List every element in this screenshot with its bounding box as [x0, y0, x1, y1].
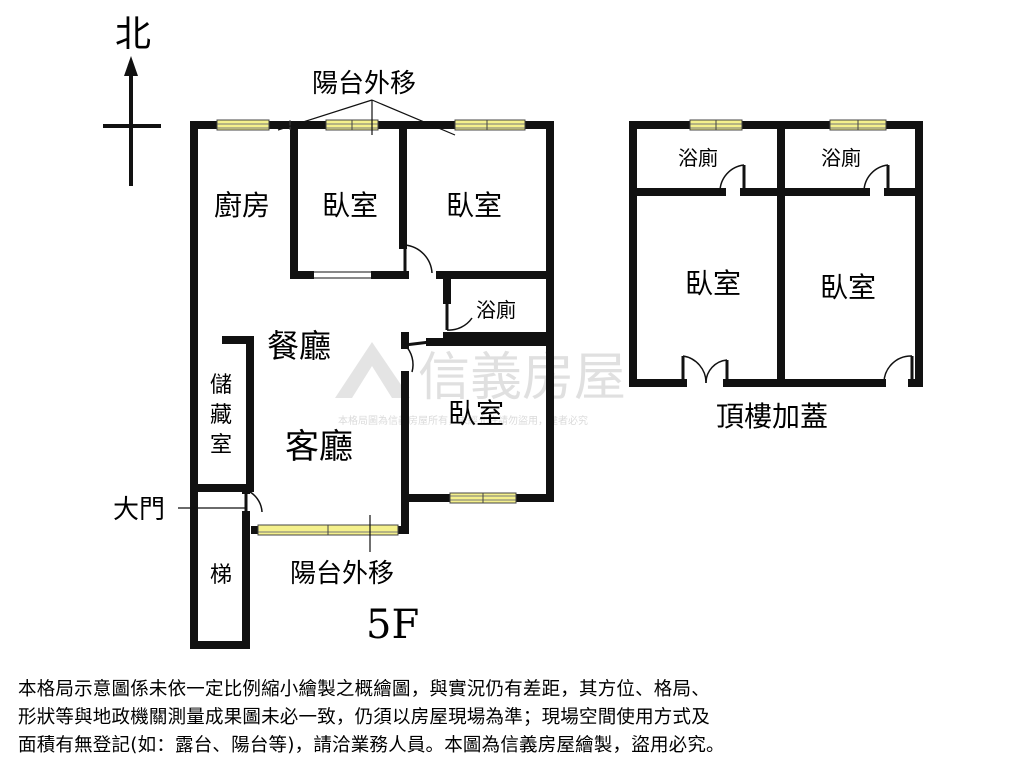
- disclaimer-line-1: 本格局示意圖係未依一定比例縮小繪製之概繪圖，與實況仍有差距，其方位、格局、: [18, 679, 710, 700]
- main-floor-walls: [190, 121, 554, 649]
- disclaimer-line-3: 面積有無登記(如：露台、陽台等)，請洽業務人員。本圖為信義房屋繪製，盜用必究。: [18, 735, 725, 756]
- main-door-label: 大門: [113, 495, 165, 525]
- room-bedroom-2: 臥室: [446, 189, 502, 222]
- room-storage-3: 室: [210, 433, 232, 458]
- main-floor-room-labels: 廚房 臥室 臥室 浴廁 餐廳 客廳 臥室 儲 藏 室 梯 大門 5F: [113, 189, 516, 648]
- north-compass: 北: [103, 14, 161, 186]
- rooftop-bedroom-left: 臥室: [685, 267, 741, 300]
- rooftop-windows: [689, 119, 887, 131]
- rooftop-bath-right: 浴廁: [821, 146, 861, 170]
- watermark-notice: 本格局圖為信義房屋所有，未經允許請勿盜用，違者必究: [338, 414, 588, 427]
- main-floor-doors: [244, 244, 473, 515]
- room-dining: 餐廳: [267, 327, 331, 365]
- disclaimer: 本格局示意圖係未依一定比例縮小繪製之概繪圖，與實況仍有差距，其方位、格局、 形狀…: [18, 676, 1018, 760]
- room-storage-1: 儲: [210, 373, 232, 398]
- rooftop-walls: [629, 121, 923, 387]
- floor-label: 5F: [366, 602, 419, 648]
- balcony-top-label: 陽台外移: [312, 69, 416, 99]
- balcony-bottom-label: 陽台外移: [290, 559, 394, 589]
- rooftop-doors: [681, 164, 914, 384]
- rooftop-bedroom-right: 臥室: [820, 271, 876, 304]
- room-kitchen: 廚房: [214, 189, 270, 222]
- rooftop-title: 頂樓加蓋: [716, 400, 828, 433]
- room-bedroom-1: 臥室: [322, 189, 378, 222]
- rooftop-room-labels: 浴廁 浴廁 臥室 臥室 頂樓加蓋: [678, 146, 876, 433]
- watermark-brand: 信義房屋: [418, 348, 626, 408]
- main-floor-windows: [216, 119, 526, 536]
- disclaimer-line-2: 形狀等與地政機關測量成果圖未必一致，仍須以房屋現場為準；現場空間使用方式及: [18, 707, 710, 728]
- room-living: 客廳: [285, 427, 353, 467]
- watermark: 信義房屋 本格局圖為信義房屋所有，未經允許請勿盜用，違者必究: [335, 342, 626, 427]
- room-bathroom: 浴廁: [476, 298, 516, 322]
- north-label: 北: [115, 14, 151, 55]
- room-storage-2: 藏: [210, 403, 232, 428]
- room-bedroom-3: 臥室: [448, 397, 504, 430]
- rooftop-bath-left: 浴廁: [678, 146, 718, 170]
- balcony-callouts: [178, 99, 456, 552]
- north-arrow-icon: [124, 56, 138, 76]
- watermark-logo-icon: [335, 342, 410, 398]
- room-stairs: 梯: [210, 563, 232, 588]
